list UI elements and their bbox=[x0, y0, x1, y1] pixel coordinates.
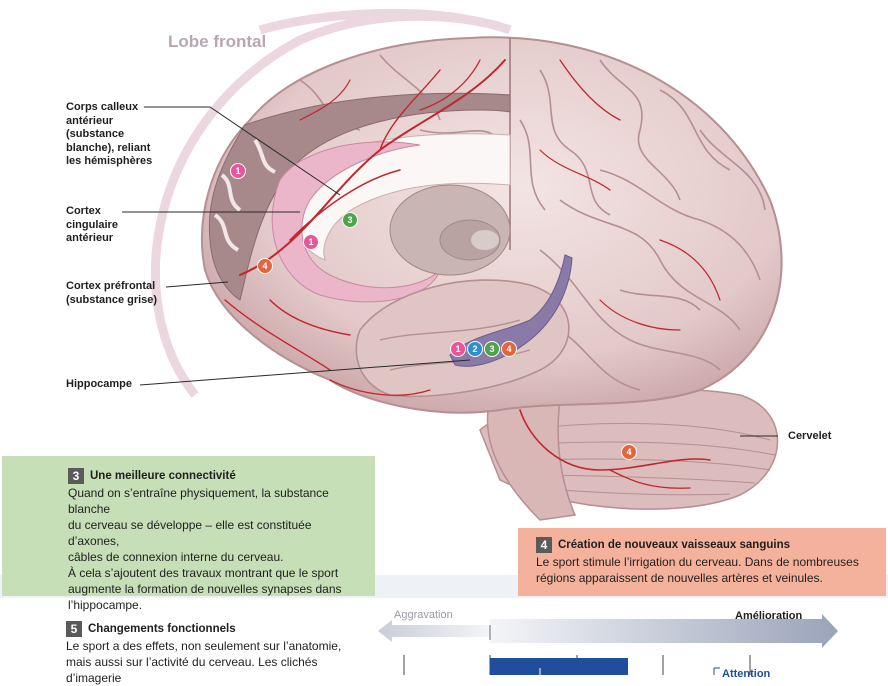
box-functional-changes: 5 Changements fonctionnels Le sport a des… bbox=[58, 615, 368, 686]
marker-4: 4 bbox=[501, 341, 517, 357]
box3-title: Une meilleure connectivité bbox=[90, 470, 236, 482]
lobe-title: Lobe frontal bbox=[168, 32, 267, 51]
leader-hippocampe bbox=[139, 359, 471, 386]
marker-4: 4 bbox=[257, 258, 273, 274]
hippocampus bbox=[449, 254, 573, 367]
label-cortex-cingulaire: Cortex cingulaire antérieur bbox=[66, 205, 118, 244]
box3-line: augmente la formation de nouvelles synap… bbox=[68, 582, 342, 596]
box4-line: Le sport stimule l’irrigation du cerveau… bbox=[536, 555, 859, 569]
scale-left-label: Aggravation bbox=[394, 609, 453, 621]
temporal-lobe bbox=[355, 279, 570, 398]
box4-title: Création de nouveaux vaisseaux sanguins bbox=[558, 539, 790, 551]
box3-line: du cerveau se développe – elle est const… bbox=[68, 518, 312, 548]
box3-line: À cela s’ajoutent des travaux montrant q… bbox=[68, 566, 339, 580]
amelioration-arrow bbox=[490, 614, 838, 648]
attention-label: Attention bbox=[722, 668, 771, 680]
box4-line: régions apparaissent de nouvelles artère… bbox=[536, 571, 823, 585]
arteries bbox=[224, 59, 721, 489]
box-connectivity: 3 Une meilleure connectivité Quand on s’e… bbox=[2, 456, 375, 612]
scale-right-label: Amélioration bbox=[735, 610, 803, 622]
marker-1: 1 bbox=[303, 234, 319, 250]
box3-line: Quand on s’entraîne physiquement, la sub… bbox=[68, 486, 329, 516]
box-blood-vessels: 4 Création de nouveaux vaisseaux sanguins… bbox=[518, 528, 886, 596]
label-corps-calleux: Corps calleux antérieur (substance blanc… bbox=[66, 101, 153, 167]
attention-bar bbox=[490, 658, 628, 675]
label-hippocampe: Hippocampe bbox=[66, 378, 133, 390]
marker-3: 3 bbox=[342, 212, 358, 228]
label-cervelet: Cervelet bbox=[788, 430, 832, 442]
cingulate-cortex bbox=[271, 141, 441, 303]
marker-1: 1 bbox=[450, 341, 466, 357]
box3-line: l’hippocampe. bbox=[68, 598, 143, 612]
marker-4: 4 bbox=[621, 444, 637, 460]
leader-cortex-prefrontal bbox=[165, 281, 229, 288]
box5-line: mais aussi sur l’activité du cerveau. Le… bbox=[66, 655, 318, 685]
marker-1: 1 bbox=[230, 163, 246, 179]
box3-line: câbles de connexion interne du cerveau. bbox=[68, 550, 284, 564]
marker-2: 2 bbox=[467, 341, 483, 357]
prefrontal-gray-matter bbox=[208, 92, 511, 301]
aggravation-arrow bbox=[378, 620, 490, 642]
leader-corps-calleux bbox=[144, 106, 341, 196]
box5-number: 5 bbox=[66, 621, 82, 637]
label-cortex-prefrontal: Cortex préfrontal (substance grise) bbox=[66, 280, 158, 306]
box5-title: Changements fonctionnels bbox=[88, 623, 236, 635]
box4-number: 4 bbox=[536, 537, 552, 553]
brainstem bbox=[486, 399, 577, 521]
marker-3: 3 bbox=[484, 341, 500, 357]
box3-number: 3 bbox=[68, 468, 84, 484]
box5-line: Le sport a des effets, non seulement sur… bbox=[66, 639, 342, 653]
